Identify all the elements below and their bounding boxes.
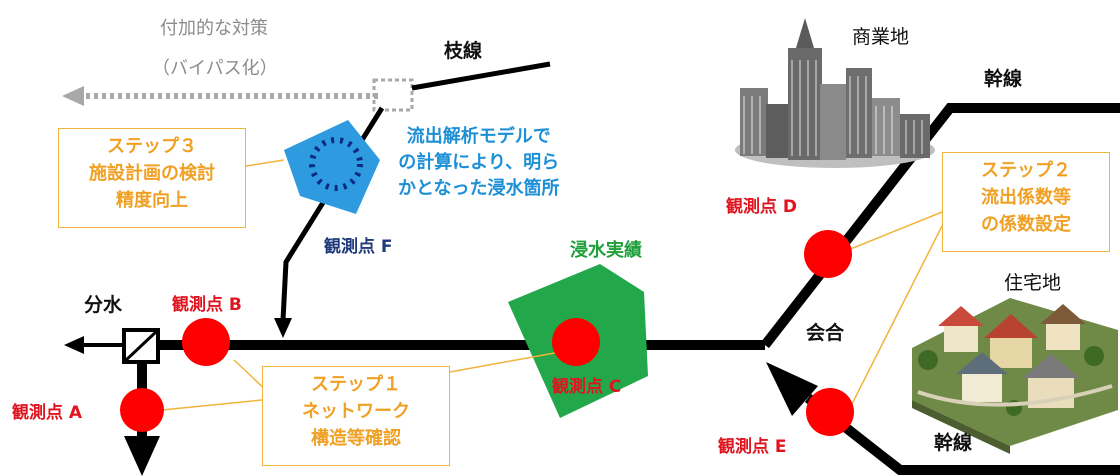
diversion-box xyxy=(122,328,160,364)
step3-box: ステップ３ 施設計画の検討 精度向上 xyxy=(58,128,246,228)
model-flooding-area xyxy=(284,120,380,214)
step2-line2: 流出係数等 xyxy=(981,187,1071,208)
branch-arrow-head xyxy=(274,318,292,338)
step-leader-lines xyxy=(161,159,943,411)
commercial-label: 商業地 xyxy=(852,26,910,48)
observation-label-f: 観測点 F xyxy=(324,237,393,257)
step3-line2: 施設計画の検討 xyxy=(89,163,215,184)
model-text-line3: かとなった浸水箇所 xyxy=(398,178,560,199)
city-buildings-icon xyxy=(735,18,935,168)
observation-point-a xyxy=(120,388,164,432)
observation-point-e xyxy=(806,388,854,436)
bypass-label-line1: 付加的な対策 xyxy=(160,18,268,39)
step2-line3: の係数設定 xyxy=(981,214,1071,235)
houses-icon xyxy=(912,298,1118,454)
bypass-junction-box xyxy=(372,78,414,112)
model-flooding-text: 流出解析モデルで の計算により、明ら かとなった浸水箇所 xyxy=(398,124,559,202)
observation-label-a: 観測点 A xyxy=(12,403,83,423)
observation-label-b: 観測点 B xyxy=(172,295,242,315)
diversion-down-arrow-head xyxy=(124,436,160,476)
branch-line-label: 枝線 xyxy=(444,40,483,62)
trunk-bottom-label: 幹線 xyxy=(934,432,973,454)
step1-line3: 構造等確認 xyxy=(311,428,401,449)
lower-trunk-arrow-head xyxy=(766,362,818,416)
step1-line2: ネットワーク xyxy=(302,401,410,422)
model-text-line1: 流出解析モデルで xyxy=(406,126,551,147)
observation-label-e: 観測点 E xyxy=(718,437,787,457)
bypass-label-line2: （バイパス化） xyxy=(152,58,278,79)
branch-line-pipe xyxy=(411,61,551,91)
trunk-top-label: 幹線 xyxy=(984,68,1023,90)
step2-title: ステップ２ xyxy=(981,160,1071,181)
step2-box: ステップ２ 流出係数等 の係数設定 xyxy=(942,152,1110,252)
confluence-label: 会合 xyxy=(806,322,845,344)
observation-label-d: 観測点 D xyxy=(726,197,798,217)
step3-title: ステップ３ xyxy=(107,136,197,157)
observation-point-d xyxy=(804,230,852,278)
bypass-arrow xyxy=(62,86,378,106)
observation-label-c: 観測点 C xyxy=(552,377,622,397)
model-flooding-dotted-circle xyxy=(309,137,363,191)
step1-box: ステップ１ ネットワーク 構造等確認 xyxy=(262,366,450,466)
observation-point-c xyxy=(552,318,600,366)
model-text-line2: の計算により、明ら xyxy=(398,152,560,173)
residential-label: 住宅地 xyxy=(1004,272,1062,294)
diversion-left-arrow-head xyxy=(64,336,84,354)
step1-title: ステップ１ xyxy=(311,374,401,395)
observation-point-b xyxy=(182,318,230,366)
inundation-record-label: 浸水実績 xyxy=(570,240,642,261)
step3-line3: 精度向上 xyxy=(116,190,188,211)
diversion-label: 分水 xyxy=(84,294,123,316)
